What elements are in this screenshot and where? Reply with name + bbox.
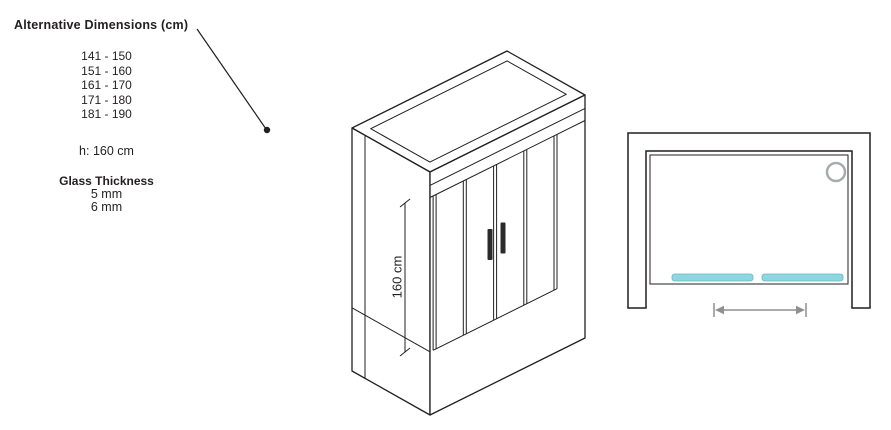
top-rail-line-1 bbox=[429, 107, 586, 186]
glass-panels bbox=[432, 134, 558, 351]
front-frame bbox=[627, 132, 871, 309]
dimension-range-list: 141 - 150 151 - 160 161 - 170 171 - 180 … bbox=[14, 49, 199, 122]
door-handle-right bbox=[500, 222, 506, 254]
leader-line bbox=[196, 28, 267, 130]
dimension-tick-bottom bbox=[399, 347, 411, 357]
front-view-schematic bbox=[627, 132, 871, 317]
dimension-range: 181 - 190 bbox=[81, 107, 132, 121]
height-label: h: 160 cm bbox=[79, 143, 134, 158]
slide-arrow-head-right bbox=[796, 305, 805, 315]
glass-thickness-option: 5 mm bbox=[90, 186, 123, 201]
dimensions-title: Alternative Dimensions (cm) bbox=[14, 18, 189, 32]
glass-thickness-options: 5 mm 6 mm bbox=[14, 186, 199, 215]
glass-bottom-edge bbox=[432, 288, 558, 351]
glass-thickness-option: 6 mm bbox=[90, 200, 123, 214]
pointer-dot bbox=[263, 126, 271, 134]
slide-arrow-head-left bbox=[715, 305, 724, 315]
front-inner-outline bbox=[649, 154, 849, 285]
tub-rim-line bbox=[351, 307, 431, 353]
dimension-tick-top bbox=[399, 198, 411, 208]
dimension-range: 151 - 160 bbox=[81, 63, 132, 78]
height-dimension bbox=[399, 198, 411, 357]
isometric-bath-screen: 160 cm bbox=[351, 50, 586, 416]
top-rail-line-2 bbox=[429, 120, 586, 198]
slide-arrow bbox=[713, 303, 807, 317]
top-frame-inner-edge bbox=[370, 60, 567, 163]
showerhead-icon bbox=[825, 161, 847, 183]
sliding-panel-strip-right bbox=[761, 273, 844, 282]
dimension-range: 171 - 180 bbox=[81, 92, 132, 107]
dimension-range: 161 - 170 bbox=[81, 78, 132, 92]
height-dimension-label: 160 cm bbox=[390, 256, 405, 299]
dimension-range: 141 - 150 bbox=[81, 49, 132, 63]
door-handle-left bbox=[487, 229, 493, 260]
glass-thickness-title: Glass Thickness bbox=[59, 173, 154, 188]
sliding-panel-strip-left bbox=[671, 273, 754, 282]
dimensions-info-panel: Alternative Dimensions (cm) 141 - 150 15… bbox=[14, 18, 199, 215]
screen-front-face bbox=[429, 94, 586, 416]
